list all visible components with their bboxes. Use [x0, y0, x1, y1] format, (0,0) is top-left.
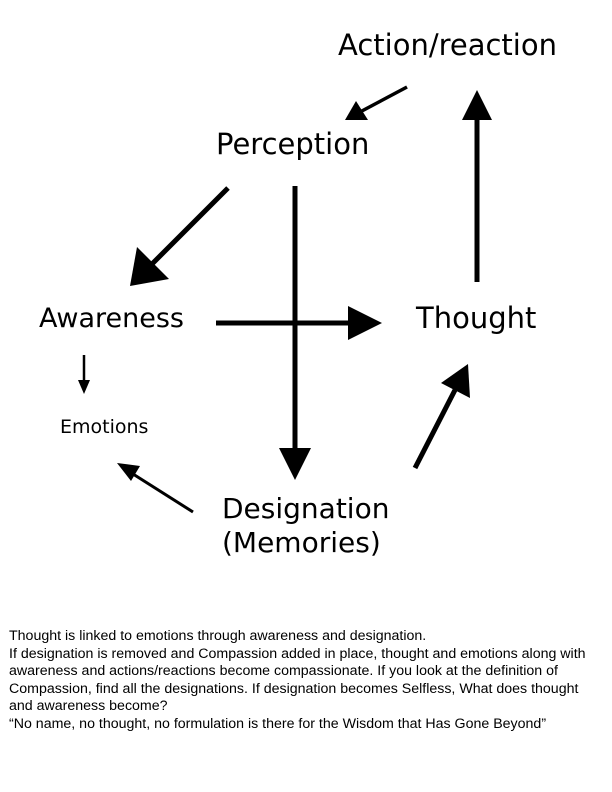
arrow-awareness-to-thought [216, 306, 382, 340]
caption-paragraph-2: If designation is removed and Compassion… [9, 645, 586, 715]
arrow-designation-to-emotions [117, 463, 194, 514]
arrow-perception-to-awareness [130, 186, 230, 286]
arrow-action-to-perception [345, 85, 408, 120]
arrow-designation-to-thought [412, 364, 470, 470]
designation-label: Designation [222, 492, 390, 525]
node-perception: Perception [216, 127, 370, 161]
arrow-thought-to-action [462, 90, 492, 282]
node-designation: Designation (Memories) [222, 492, 422, 560]
node-action-reaction: Action/reaction [338, 28, 557, 62]
arrow-awareness-to-emotions [78, 355, 90, 394]
node-thought: Thought [416, 301, 537, 335]
caption-quote: “No name, no thought, no formulation is … [9, 715, 547, 732]
node-awareness: Awareness [39, 303, 184, 334]
flow-diagram [78, 85, 492, 514]
node-emotions: Emotions [60, 416, 149, 438]
arrow-perception-to-designation [279, 186, 311, 480]
memories-label: (Memories) [222, 526, 381, 559]
caption-text: Thought is linked to emotions through aw… [9, 628, 605, 734]
caption-line-1: Thought is linked to emotions through aw… [9, 628, 427, 644]
